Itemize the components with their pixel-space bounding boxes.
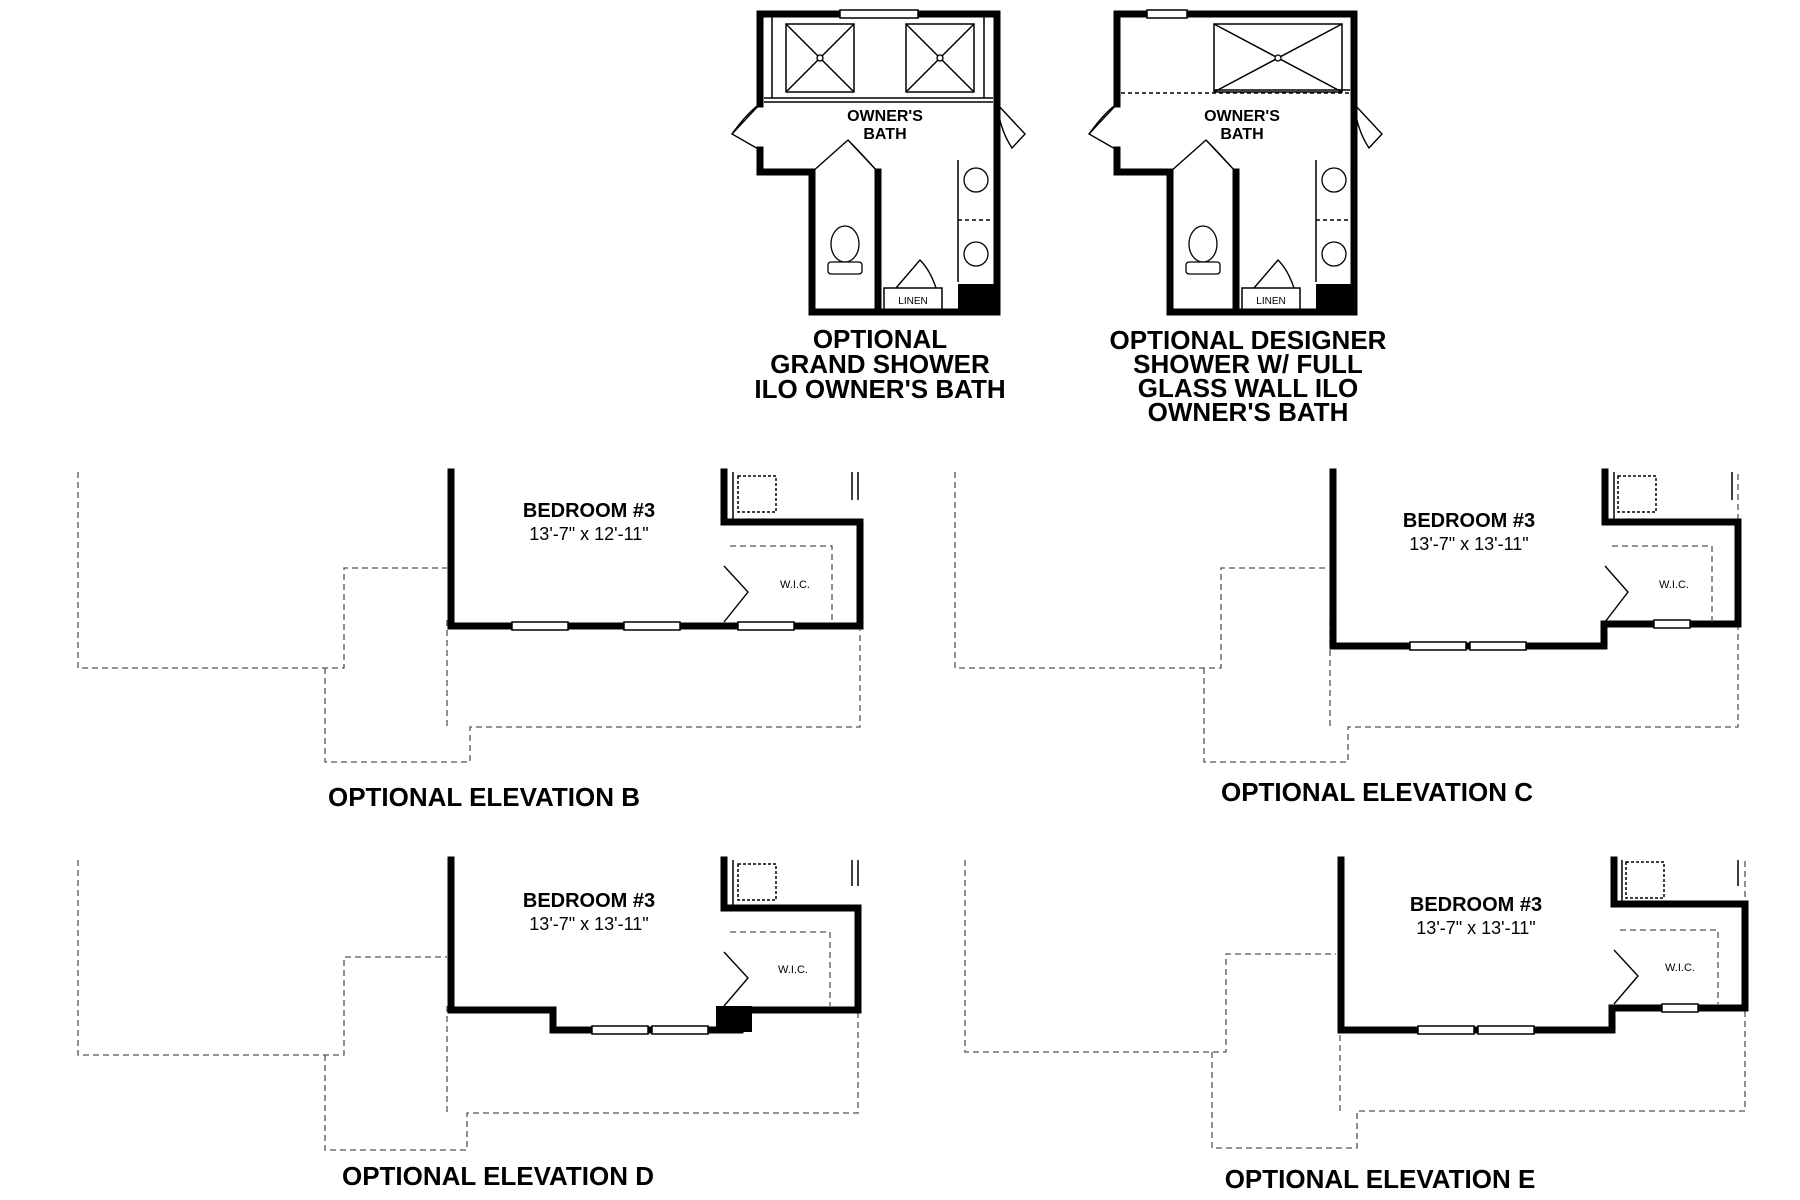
closet-label: W.I.C.	[1665, 962, 1695, 974]
closet-label: W.I.C.	[1659, 579, 1689, 591]
elevation-caption: OPTIONAL ELEVATION B	[328, 782, 640, 812]
elevation-caption: OPTIONAL ELEVATION E	[1225, 1164, 1536, 1194]
caption-line: OWNER'S BATH	[1148, 397, 1349, 427]
caption-line: OPTIONAL	[813, 324, 947, 354]
caption-line: GRAND SHOWER	[770, 349, 990, 379]
room-name: BEDROOM #3	[523, 890, 655, 912]
window	[1146, 9, 1188, 19]
elevation-caption: OPTIONAL ELEVATION C	[1221, 777, 1533, 807]
closet-label: W.I.C.	[780, 579, 810, 591]
elevation-e-plan: BEDROOM #3 13'-7" x 13'-11" W.I.C. OPTIO…	[964, 856, 1749, 1194]
caption-line: SHOWER W/ FULL	[1133, 349, 1363, 379]
caption-line: ILO OWNER'S BATH	[754, 374, 1005, 404]
room-dimensions: 13'-7" x 12'-11"	[529, 524, 648, 544]
elevation-c-plan: BEDROOM #3 13'-7" x 13'-11" W.I.C. OPTIO…	[954, 468, 1742, 807]
room-dimensions: 13'-7" x 13'-11"	[1409, 534, 1528, 554]
caption-line: GLASS WALL ILO	[1138, 373, 1359, 403]
window	[839, 9, 919, 19]
room-label: OWNER'S	[847, 108, 923, 125]
elevation-b-plan: BEDROOM #3 13'-7" x 12'-11" W.I.C. OPTIO…	[77, 468, 864, 812]
bath-option-designer-shower: LINEN OWNER'S BATH OPTIONAL DESIGNER SHO…	[1087, 9, 1387, 427]
room-name: BEDROOM #3	[1403, 510, 1535, 532]
linen-label: LINEN	[1256, 296, 1285, 307]
caption-line: OPTIONAL DESIGNER	[1110, 325, 1387, 355]
elevation-caption: OPTIONAL ELEVATION D	[342, 1161, 654, 1191]
room-name: BEDROOM #3	[1410, 894, 1542, 916]
room-label: OWNER'S	[1204, 108, 1280, 125]
bath-option-grand-shower: LINEN OWNER'S BATH OPTIONAL GRAND SHOWER…	[730, 9, 1026, 404]
room-label: BATH	[1220, 126, 1263, 143]
elevation-d-plan: BEDROOM #3 13'-7" x 13'-11" W.I.C. OPTIO…	[77, 856, 862, 1191]
linen-label: LINEN	[898, 296, 927, 307]
room-dimensions: 13'-7" x 13'-11"	[529, 914, 648, 934]
room-label: BATH	[863, 126, 906, 143]
closet-label: W.I.C.	[778, 964, 808, 976]
room-name: BEDROOM #3	[523, 500, 655, 522]
room-dimensions: 13'-7" x 13'-11"	[1416, 918, 1535, 938]
